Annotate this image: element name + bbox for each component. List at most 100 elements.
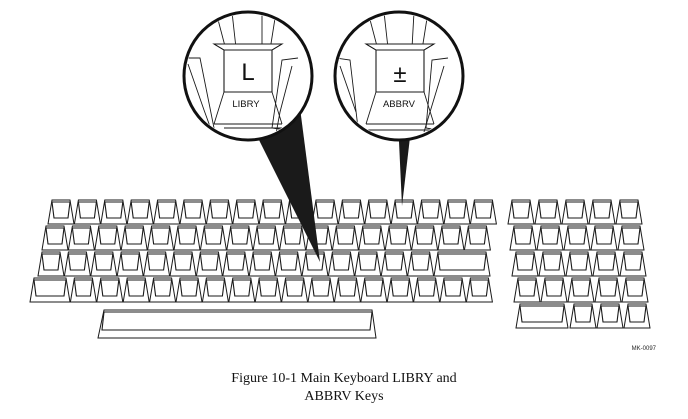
figure-caption-line2: ABBRV Keys: [304, 389, 384, 404]
keyboard-key: [417, 199, 445, 225]
keyboard-key: [413, 277, 441, 303]
keyboard-key: [122, 277, 150, 303]
keyboard-key: [337, 199, 365, 225]
libry-pointer: [248, 108, 320, 262]
keyboard-key: [147, 225, 175, 251]
keyboard-key: [509, 225, 537, 251]
keyboard-key: [358, 225, 386, 251]
keyboard-key: [511, 251, 539, 277]
keyboard-key: [254, 277, 282, 303]
keyboard-key: [232, 199, 260, 225]
keyboard-key: [565, 251, 593, 277]
keyboard-key: [360, 277, 388, 303]
keyboard-key: [228, 277, 256, 303]
libry-key-legend: LIBRY: [232, 99, 260, 110]
keyboard-key: [623, 303, 651, 329]
keyboard-key: [307, 277, 335, 303]
keyboard-key: [563, 225, 591, 251]
keyboard-key: [169, 251, 197, 277]
keyboard-key: [69, 277, 97, 303]
abbrv-callout-circle: ± ABBRV: [333, 10, 465, 142]
keyboard-key: [384, 225, 412, 251]
keyboard-key: [126, 199, 154, 225]
keyboard-key: [199, 225, 227, 251]
keyboard-key: [390, 199, 418, 225]
keyboard-key: [439, 277, 467, 303]
keyboard-key: [37, 251, 65, 277]
keyboard-key: [433, 251, 491, 277]
keyboard-key: [201, 277, 229, 303]
abbrv-key-glyph: ±: [393, 61, 406, 88]
keyboard-key: [116, 251, 144, 277]
keyboard-key: [621, 277, 649, 303]
keyboard-key: [149, 277, 177, 303]
keyboard-key: [94, 225, 122, 251]
keyboard-key: [73, 199, 101, 225]
keyboard-key: [540, 277, 568, 303]
keyboard-key: [590, 225, 618, 251]
keyboard-key: [534, 199, 562, 225]
keyboard-key: [279, 225, 307, 251]
keyboard-key: [173, 225, 201, 251]
libry-callout-circle: L LIBRY: [182, 10, 314, 142]
keyboard-key: [67, 225, 95, 251]
keyboard-key: [96, 277, 124, 303]
drawing-id: MK-0097: [632, 346, 657, 352]
keyboard-key: [63, 251, 91, 277]
keyboard-key: [443, 199, 471, 225]
keyboard-key: [615, 199, 643, 225]
keyboard-key: [205, 199, 233, 225]
keyboard-key: [619, 251, 647, 277]
abbrv-pointer: [398, 120, 412, 206]
keyboard-key: [179, 199, 207, 225]
keyboard-key: [411, 225, 439, 251]
keyboard-key: [536, 225, 564, 251]
keyboard-key: [515, 303, 569, 329]
keyboard-key: [301, 251, 329, 277]
keyboard-key: [226, 225, 254, 251]
keyboard-key: [354, 251, 382, 277]
keyboard-key: [463, 225, 491, 251]
keyboard-key: [175, 277, 203, 303]
keyboard-key: [281, 277, 309, 303]
keyboard-key: [222, 251, 250, 277]
keyboard-key: [567, 277, 595, 303]
keyboard-key: [143, 251, 171, 277]
keyboard-key: [617, 225, 645, 251]
keyboard-key: [47, 199, 75, 225]
keyboard-key: [437, 225, 465, 251]
keyboard-key: [248, 251, 276, 277]
keyboard-key: [513, 277, 541, 303]
keyboard-key: [311, 199, 339, 225]
keyboard-key: [465, 277, 493, 303]
keyboard-key: [100, 199, 128, 225]
keyboard-key: [327, 251, 355, 277]
keyboard-key: [331, 225, 359, 251]
keyboard-key: [153, 199, 181, 225]
figure-caption-line1: Figure 10-1 Main Keyboard LIBRY and: [231, 371, 457, 386]
keyboard-key: [41, 225, 69, 251]
keyboard-key: [252, 225, 280, 251]
keyboard-key: [592, 251, 620, 277]
keyboard-key: [386, 277, 414, 303]
keyboard-keys: [29, 199, 651, 329]
keyboard-key: [29, 277, 71, 303]
keyboard-key: [364, 199, 392, 225]
abbrv-key-legend: ABBRV: [383, 99, 416, 110]
keyboard-key: [507, 199, 535, 225]
keyboard-key: [561, 199, 589, 225]
libry-key-glyph: L: [241, 59, 254, 86]
keyboard-key: [538, 251, 566, 277]
keyboard-key: [258, 199, 286, 225]
keyboard-key: [469, 199, 497, 225]
keyboard-key: [195, 251, 223, 277]
keyboard-key: [588, 199, 616, 225]
keyboard-key: [596, 303, 624, 329]
keyboard-key: [594, 277, 622, 303]
keyboard-key: [569, 303, 597, 329]
keyboard-key: [120, 225, 148, 251]
keyboard-key: [333, 277, 361, 303]
keyboard-key: [407, 251, 435, 277]
